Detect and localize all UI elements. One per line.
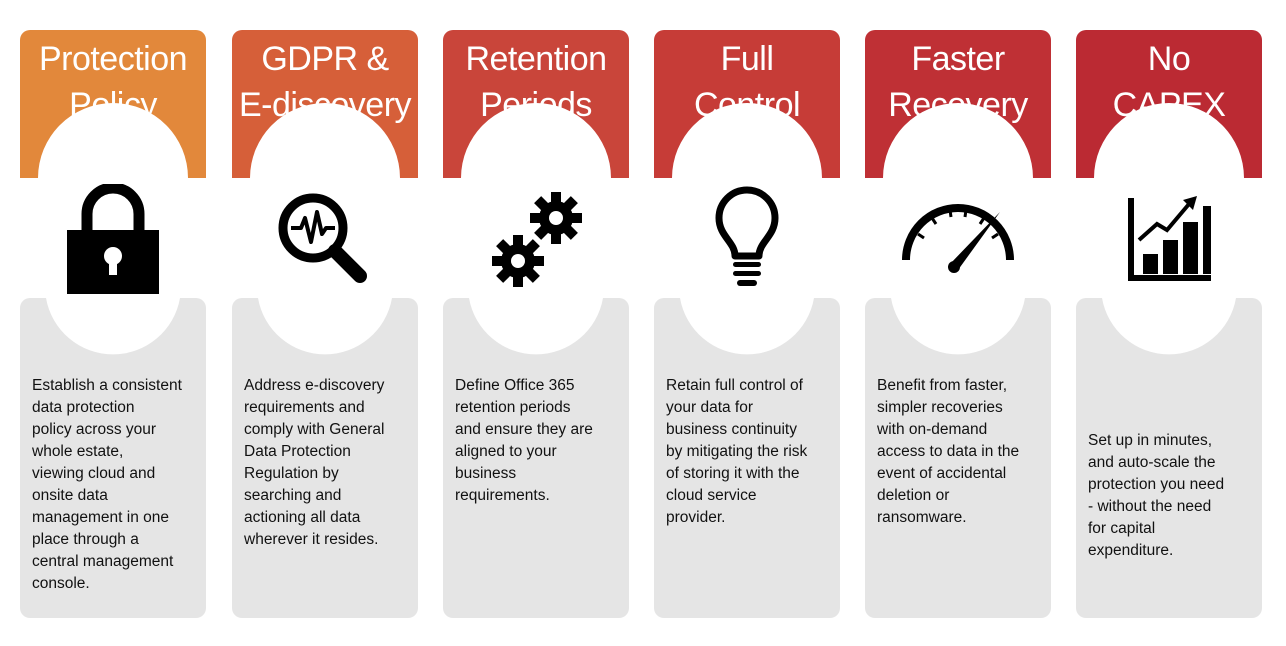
description-card-shape bbox=[20, 298, 206, 618]
column-faster-recovery: Faster Recovery Benefit from faster, sim… bbox=[865, 30, 1051, 618]
header-tab: No CAPEX bbox=[1076, 30, 1262, 178]
column-title-line1: Full bbox=[720, 40, 774, 78]
description-card-shape bbox=[443, 298, 629, 618]
column-description: Benefit from faster, simpler recoveries … bbox=[877, 377, 1020, 526]
column-title: Faster Recovery bbox=[865, 36, 1051, 128]
gears-icon bbox=[476, 184, 596, 296]
column-description: Retain full control of your data for bus… bbox=[666, 377, 808, 526]
description-card: Address e-discovery requirements and com… bbox=[232, 298, 418, 618]
column-description: Set up in minutes, and auto-scale the pr… bbox=[1088, 432, 1225, 559]
header-tab-shape bbox=[654, 30, 840, 178]
description-card-shape bbox=[865, 298, 1051, 618]
header-tab-shape bbox=[1076, 30, 1262, 178]
column-title: Full Control bbox=[654, 36, 840, 128]
growth-chart-icon bbox=[1109, 184, 1229, 296]
description-card: Establish a consistent data protection p… bbox=[20, 298, 206, 618]
column-title: Retention Periods bbox=[443, 36, 629, 128]
description-card-shape bbox=[232, 298, 418, 618]
magnifier-waveform-icon bbox=[265, 184, 385, 296]
column-title-line1: Retention bbox=[465, 40, 607, 78]
column-title-line2: E-discovery bbox=[238, 86, 412, 124]
column-title-line1: Protection bbox=[38, 40, 188, 78]
column-no-capex: No CAPEX Set up in minutes, and auto-sca… bbox=[1076, 30, 1262, 618]
column-title: Protection Policy bbox=[20, 36, 206, 128]
column-description: Define Office 365 retention periods and … bbox=[455, 377, 593, 504]
header-tab: Faster Recovery bbox=[865, 30, 1051, 178]
description-card: Benefit from faster, simpler recoveries … bbox=[865, 298, 1051, 618]
lightbulb-icon bbox=[687, 184, 807, 296]
column-title-line1: GDPR & bbox=[261, 40, 389, 78]
header-tab: Full Control bbox=[654, 30, 840, 178]
column-gdpr-ediscovery: GDPR & E-discovery Address e-discovery r… bbox=[232, 30, 418, 618]
padlock-icon bbox=[53, 182, 173, 296]
header-tab: Retention Periods bbox=[443, 30, 629, 178]
description-card-shape bbox=[654, 298, 840, 618]
column-title: No CAPEX bbox=[1076, 36, 1262, 128]
header-tab-shape bbox=[232, 30, 418, 178]
description-card: Retain full control of your data for bus… bbox=[654, 298, 840, 618]
column-retention-periods: Retention Periods bbox=[443, 30, 629, 618]
header-tab: GDPR & E-discovery bbox=[232, 30, 418, 178]
column-title-line2: Recovery bbox=[888, 86, 1028, 124]
speedometer-icon bbox=[898, 184, 1018, 296]
description-card-shape bbox=[1076, 298, 1262, 618]
column-full-control: Full Control Retain full control of your… bbox=[654, 30, 840, 618]
column-description: Establish a consistent data protection p… bbox=[32, 377, 182, 592]
column-title: GDPR & E-discovery bbox=[232, 36, 418, 128]
header-tab: Protection Policy bbox=[20, 30, 206, 178]
header-tab-shape bbox=[20, 30, 206, 178]
description-card: Set up in minutes, and auto-scale the pr… bbox=[1076, 298, 1262, 618]
column-title-line1: No bbox=[1147, 40, 1191, 78]
header-tab-shape bbox=[443, 30, 629, 178]
header-tab-shape bbox=[865, 30, 1051, 178]
description-card: Define Office 365 retention periods and … bbox=[443, 298, 629, 618]
column-protection-policy: Protection Policy Establish a consistent… bbox=[20, 30, 206, 618]
column-title-line2: CAPEX bbox=[1112, 86, 1226, 124]
column-title-line2: Control bbox=[693, 86, 801, 124]
column-title-line1: Faster bbox=[911, 40, 1005, 78]
column-title-line2: Periods bbox=[480, 86, 592, 124]
column-title-line2: Policy bbox=[69, 86, 157, 124]
column-description: Address e-discovery requirements and com… bbox=[244, 377, 385, 548]
